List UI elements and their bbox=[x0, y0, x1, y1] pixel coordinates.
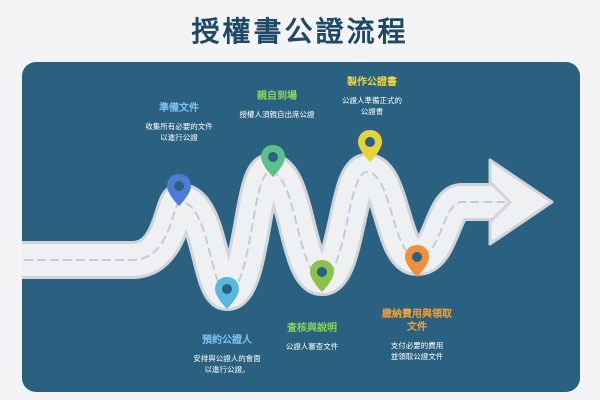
step-title: 親自到場 bbox=[257, 91, 297, 102]
step-description: 安排與公證人的會面 以進行公證。 bbox=[193, 354, 261, 374]
step-make-notarial-deed: 製作公證書 公證人準備正式的 公證書 bbox=[307, 76, 437, 117]
step-title: 查核與說明 bbox=[287, 323, 337, 334]
step-description: 公證人準備正式的 公證書 bbox=[342, 96, 402, 116]
step-book-notary: 預約公證人 安排與公證人的會面 以進行公證。 bbox=[162, 334, 292, 375]
pin-step-2 bbox=[215, 277, 239, 309]
step-description: 授權人須親自出席公證 bbox=[239, 110, 315, 119]
step-prepare-documents: 準備文件 收集所有必要的文件 以進行公證 bbox=[114, 102, 244, 143]
pin-step-6 bbox=[405, 245, 429, 277]
step-title: 準備文件 bbox=[159, 103, 199, 114]
step-title: 預約公證人 bbox=[202, 335, 252, 346]
step-title: 繳納費用與領取 文件 bbox=[382, 309, 452, 333]
step-appear-in-person: 親自到場 授權人須親自出席公證 bbox=[212, 90, 342, 120]
process-panel: 準備文件 收集所有必要的文件 以進行公證 預約公證人 安排與公證人的會面 以進行… bbox=[22, 62, 580, 392]
pin-step-5 bbox=[358, 130, 382, 162]
road-arrow-head bbox=[488, 158, 554, 246]
pin-step-3 bbox=[261, 145, 285, 177]
pin-step-4 bbox=[310, 260, 334, 292]
road-diagram bbox=[22, 130, 554, 311]
step-description: 收集所有必要的文件 以進行公證 bbox=[145, 122, 213, 142]
road-center-line bbox=[22, 170, 515, 294]
step-description: 支付必要的費用 並領取公證文件 bbox=[390, 341, 444, 361]
step-pay-and-collect: 繳納費用與領取 文件 支付必要的費用 並領取公證文件 bbox=[352, 308, 482, 362]
pin-step-1 bbox=[167, 174, 191, 206]
page-title: 授權書公證流程 bbox=[191, 15, 409, 48]
step-title: 製作公證書 bbox=[347, 77, 397, 88]
step-description: 公證人審查文件 bbox=[285, 342, 339, 351]
step-review-explain: 查核與說明 公證人審查文件 bbox=[247, 322, 377, 352]
